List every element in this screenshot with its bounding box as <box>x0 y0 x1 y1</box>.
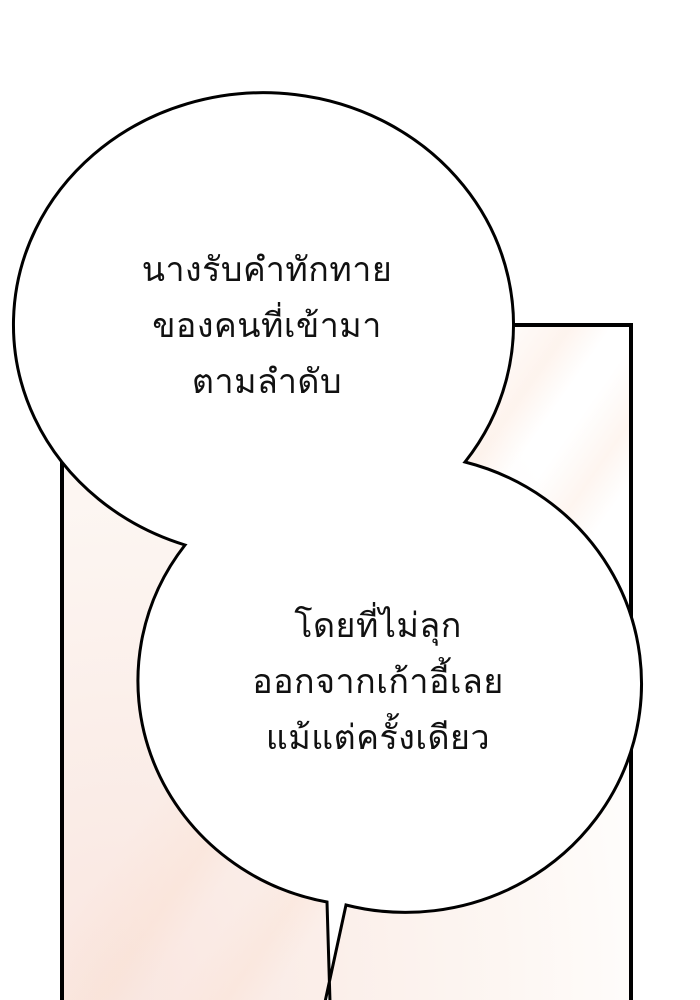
speech-bubble-shape <box>11 91 643 1000</box>
speech-bubble-2-text: โดยที่ไม่ลุก ออกจากเก้าอี้เลย แม้แต่ครั้… <box>208 598 548 766</box>
bubble-1-line-2: ของคนที่เข้ามา <box>152 306 382 346</box>
bubble-1-line-3: ตามลำดับ <box>191 362 343 402</box>
speech-bubble-1-text: นางรับคำทักทาย ของคนที่เข้ามา ตามลำดับ <box>92 242 442 410</box>
bubble-2-line-1: โดยที่ไม่ลุก <box>294 606 462 646</box>
bubble-2-line-2: ออกจากเก้าอี้เลย <box>252 662 504 702</box>
bubble-2-line-3: แม้แต่ครั้งเดียว <box>265 718 491 758</box>
bubble-1-line-1: นางรับคำทักทาย <box>141 250 393 290</box>
panel-border-right <box>515 323 633 1000</box>
